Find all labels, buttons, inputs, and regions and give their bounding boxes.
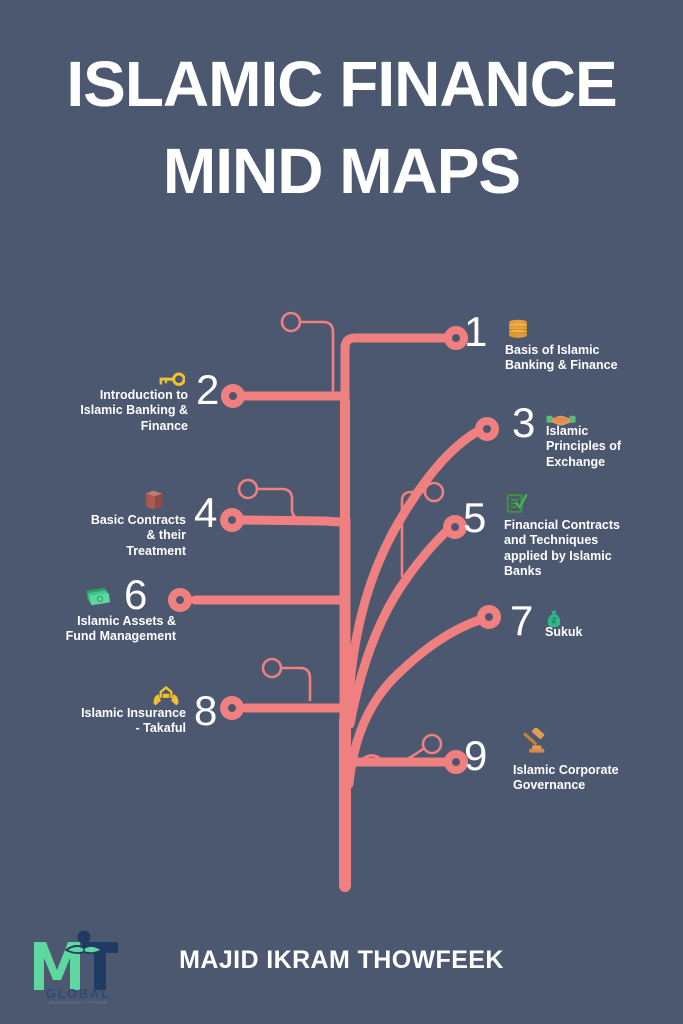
- decorative-twig-nodes: [237, 311, 445, 755]
- node-ring-8: [220, 696, 244, 720]
- branch-4: [235, 515, 350, 527]
- title-line-2: MIND MAPS: [162, 135, 521, 208]
- branch-label-9: Islamic Corporate Governance: [513, 763, 619, 793]
- contract-check-icon: [504, 492, 528, 516]
- key-icon: [157, 371, 185, 391]
- node-ring-1: [444, 326, 468, 350]
- title-line-1: ISLAMIC FINANCE: [66, 48, 617, 120]
- branch-number-6: 6: [124, 571, 148, 618]
- poster-title: ISLAMIC FINANCE MIND MAPS: [0, 48, 683, 208]
- branch-number-8: 8: [194, 687, 218, 734]
- twig-mid-left: [256, 487, 324, 521]
- branch-label-5: Financial Contracts and Techniques appli…: [504, 518, 620, 578]
- twig-node-2: [237, 478, 259, 500]
- branch-number-5: 5: [463, 494, 487, 541]
- svg-text:GLOBAL: GLOBAL: [46, 986, 110, 1001]
- author-name: MAJID IKRAM THOWFEEK: [179, 946, 504, 974]
- money-bag-icon: [545, 608, 563, 630]
- twig-node-4: [261, 657, 283, 679]
- node-ring-5: [443, 515, 467, 539]
- twig-node-1: [280, 311, 302, 333]
- svg-text:KNOWLEDGE PARTNER: KNOWLEDGE PARTNER: [49, 1000, 107, 1004]
- branch-label-6: Islamic Assets & Fund Management: [65, 614, 176, 644]
- decorative-twigs: [256, 320, 426, 769]
- gavel-icon: [517, 728, 549, 758]
- node-ring-3: [475, 417, 499, 441]
- node-ring-9: [444, 750, 468, 774]
- branch-number-2: 2: [196, 366, 220, 413]
- twig-node-3: [423, 481, 445, 503]
- branch-label-7: Sukuk: [545, 625, 583, 639]
- mt-global-logo: GLOBAL KNOWLEDGE PARTNER: [26, 928, 130, 1004]
- node-ring-7: [477, 605, 501, 629]
- branch-label-1: Basis of Islamic Banking & Finance: [505, 343, 618, 373]
- branch-9: [340, 757, 457, 795]
- branch-1: [340, 333, 457, 409]
- branch-label-3: Islamic Principles of Exchange: [546, 424, 622, 469]
- handshake-icon: [546, 410, 576, 432]
- branch-end-nodes: [168, 326, 501, 774]
- banknotes-icon: [85, 586, 113, 606]
- branch-label-4: Basic Contracts & their Treatment: [90, 513, 186, 558]
- branch-number-1: 1: [464, 308, 488, 355]
- branch-label-8: Islamic Insurance - Takaful: [81, 706, 186, 736]
- branch-label-2: Introduction to Islamic Banking & Financ…: [80, 388, 188, 433]
- node-ring-4: [220, 508, 244, 532]
- hands-house-icon: [152, 684, 180, 708]
- node-ring-2: [221, 384, 245, 408]
- twig-mid-right: [400, 490, 426, 578]
- branch-number-3: 3: [512, 399, 536, 446]
- branch-number-4: 4: [194, 489, 218, 536]
- branch-number-7: 7: [510, 597, 534, 644]
- node-ring-6: [168, 588, 192, 612]
- branch-3: [343, 425, 485, 721]
- twig-low-left: [280, 666, 312, 702]
- twig-node-5: [421, 733, 443, 755]
- book-icon: [142, 487, 166, 511]
- twig-bottom-right: [350, 747, 425, 769]
- twig-top-left: [298, 320, 335, 398]
- branch-number-9: 9: [464, 732, 488, 779]
- branch-5: [345, 523, 455, 729]
- books-stack-icon: [505, 316, 531, 342]
